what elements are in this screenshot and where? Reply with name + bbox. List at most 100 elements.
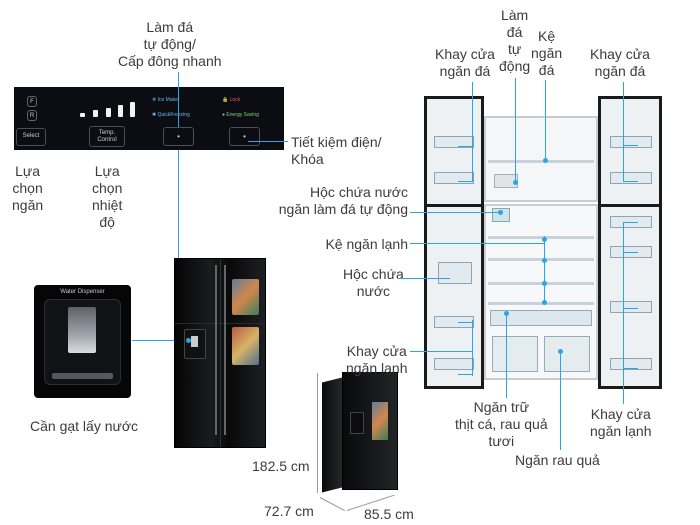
quick-freezing-label: ✱ QuickFreezing [152, 112, 190, 118]
water-tank [492, 208, 510, 222]
left-water-box [438, 262, 472, 284]
label-depth: 72.7 cm [264, 503, 314, 519]
leader-freezer-tray-left [472, 82, 473, 182]
fridge-shelf-4 [488, 302, 594, 305]
fridge-shelf-2 [488, 258, 594, 261]
temp-led-1 [80, 113, 85, 117]
label-save-lock: Tiết kiệm điện/Khóa [291, 134, 382, 167]
front-handle-right [224, 265, 226, 435]
leader-veg [560, 352, 561, 450]
fridge-3d-side [322, 377, 342, 493]
right-freezer-bin-1 [610, 136, 652, 148]
left-freezer-bin-1 [434, 136, 474, 148]
ice-maker-label: ❄ Ice Maker [152, 97, 180, 103]
fridge-open-image [424, 96, 662, 394]
water-dispenser-closeup: Water Dispenser [34, 285, 131, 398]
temp-led-4 [118, 105, 123, 117]
energy-saving-label: ● Energy Saving [222, 112, 259, 118]
leader-fridge-shelf [410, 243, 544, 244]
f-indicator: F [27, 96, 37, 107]
door-split [220, 259, 221, 447]
temp-led-3 [106, 108, 111, 117]
dispenser-title: Water Dispenser [60, 289, 105, 295]
dot-ice-maker-top [513, 180, 518, 185]
tick-fridge-right-1 [623, 222, 638, 223]
height-dimension-line [317, 373, 318, 493]
leader-ice-maker-top [515, 78, 516, 184]
leader-save-lock [248, 141, 288, 142]
r-indicator: R [27, 110, 37, 121]
leader-ice-water-box [410, 212, 500, 213]
left-freezer-door [424, 96, 484, 208]
tick-freezer-left-1 [458, 146, 473, 147]
front-dispenser-lever [191, 336, 198, 347]
dot-fridge-shelf-3 [542, 281, 547, 286]
leader-ice-to-dispenser [178, 150, 179, 340]
tick-fridge-right-3 [623, 308, 638, 309]
fridge-3d-image [322, 372, 398, 500]
left-fridge-bin-1 [434, 316, 474, 328]
dot-veg [558, 349, 563, 354]
tick-fridge-right-2 [623, 252, 638, 253]
tick-fridge-left-1 [458, 322, 473, 323]
temp-control-button[interactable]: Temp. Control [89, 126, 125, 147]
tick-freezer-right-1 [623, 145, 638, 146]
dot-fridge-shelf-4 [542, 300, 547, 305]
label-water-lever: Cần gạt lấy nước [30, 418, 139, 434]
right-freezer-door [598, 96, 662, 208]
left-fridge-bin-2 [434, 358, 474, 370]
dot-ice-shelf [543, 158, 548, 163]
left-freezer-bin-2 [434, 172, 474, 184]
select-button[interactable]: Select [16, 128, 46, 146]
dot-ice-water-box [498, 210, 503, 215]
leader-fridge-shelf-vert [544, 236, 545, 304]
leader-dispenser [132, 340, 180, 341]
temp-led-2 [93, 110, 98, 117]
front-display-food-2 [232, 327, 259, 365]
right-fridge-bin-3 [610, 301, 652, 313]
front-display-food [232, 279, 259, 315]
fridge-front-image [174, 258, 266, 448]
tick-freezer-right-2 [623, 181, 638, 182]
fridge-shelf-3 [488, 282, 594, 285]
leader-ice-auto [178, 72, 179, 127]
leader-fish-meat [506, 314, 507, 398]
right-fridge-bin-4 [610, 358, 652, 370]
tick-freezer-left-2 [458, 181, 473, 182]
water-lever[interactable] [68, 307, 96, 353]
dot-fridge-shelf-2 [542, 258, 547, 263]
dispenser-tray [52, 373, 113, 379]
fridge-3d-dispenser [350, 412, 364, 434]
ice-quick-button[interactable]: • [163, 127, 194, 146]
freezer-shelf [488, 160, 594, 163]
fridge-3d-display [372, 402, 388, 440]
label-width: 85.5 cm [364, 506, 414, 522]
leader-freezer-tray-right [623, 82, 624, 182]
right-freezer-bin-2 [610, 172, 652, 184]
leader-fridge-tray-left [410, 351, 472, 352]
dot-fish-meat [504, 311, 509, 316]
leader-fridge-tray-right [623, 222, 624, 404]
energy-lock-button[interactable]: • [229, 127, 260, 146]
front-handle-left [215, 265, 217, 435]
leader-fridge-tray-left-vert [472, 320, 473, 376]
dot-fridge-shelf-1 [542, 237, 547, 242]
freezer-split [175, 323, 265, 324]
label-height: 182.5 cm [252, 458, 310, 474]
tick-fridge-right-4 [623, 368, 638, 369]
control-panel: F R Select Temp. Control ❄ Ice Maker 🔒 L… [14, 87, 284, 150]
chiller-drawer [490, 310, 592, 326]
lock-label: 🔒 Lock [222, 97, 241, 103]
fridge-3d-front [342, 372, 398, 490]
